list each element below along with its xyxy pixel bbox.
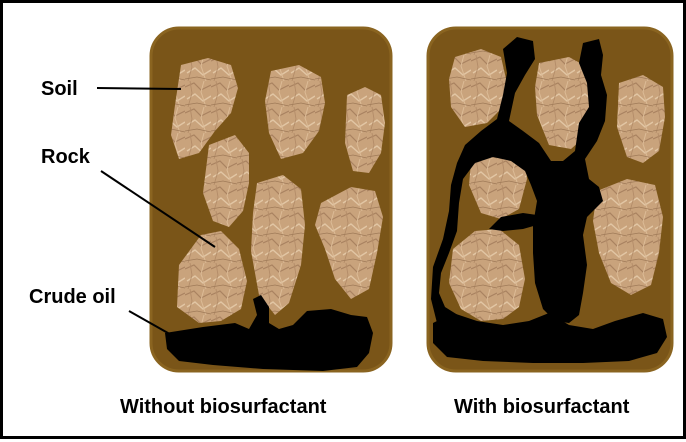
label-soil: Soil [41,78,78,100]
label-crude-oil: Crude oil [29,286,116,308]
label-rock: Rock [41,146,91,168]
caption-without-biosurfactant: Without biosurfactant [120,396,327,418]
crude-oil-pool-right [433,313,667,363]
caption-with-biosurfactant: With biosurfactant [454,396,630,418]
leader-line-soil [97,88,181,89]
biosurfactant-diagram: Soil Rock Crude oil Without biosurfactan… [3,3,686,442]
panel-without-biosurfactant [151,28,391,371]
panel-with-biosurfactant [428,28,672,371]
